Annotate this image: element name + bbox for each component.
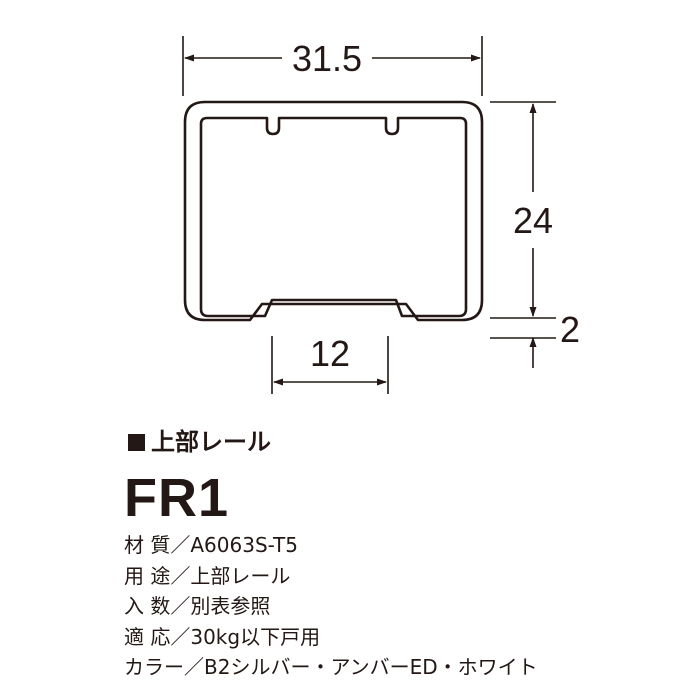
opening-dimension-label: 12 xyxy=(310,333,350,374)
model-number: FR1 xyxy=(124,468,230,528)
rail-cross-section-diagram: 31.5 24 2 12 xyxy=(182,36,580,394)
section-label: 上部レール xyxy=(128,422,271,457)
spec-label: 入 数／ xyxy=(124,594,191,618)
section-label-text: 上部レール xyxy=(151,428,271,456)
width-dimension-label: 31.5 xyxy=(292,38,362,79)
spec-value: A6063S-T5 xyxy=(190,533,298,557)
width-dimension xyxy=(182,36,483,96)
spec-label: 適 応／ xyxy=(124,624,191,649)
spec-label: カラー／ xyxy=(124,655,204,679)
spec-list: 材 質／A6063S-T5 用 途／上部レール 入 数／別表参照 適 応／30k… xyxy=(124,530,538,683)
opening-dimension xyxy=(271,336,389,394)
height-dimension xyxy=(490,101,556,368)
black-square-icon xyxy=(128,434,145,451)
spec-usage: 用 途／上部レール xyxy=(124,561,538,592)
spec-quantity: 入 数／別表参照 xyxy=(124,591,538,622)
spec-application: 適 応／30kg以下戸用 xyxy=(124,622,538,653)
spec-value: 上部レール xyxy=(190,563,291,588)
height-dimension-label: 24 xyxy=(513,200,553,241)
spec-label: 用 途／ xyxy=(124,563,191,588)
spec-material: 材 質／A6063S-T5 xyxy=(124,530,538,561)
thickness-dimension-label: 2 xyxy=(560,309,580,350)
spec-value: B2シルバー・アンバーED・ホワイト xyxy=(204,655,538,679)
rail-profile xyxy=(183,100,484,322)
spec-label: 材 質／ xyxy=(124,533,191,557)
spec-value: 別表参照 xyxy=(190,594,271,618)
spec-value: 30kg以下戸用 xyxy=(190,624,321,649)
spec-color: カラー／B2シルバー・アンバーED・ホワイト xyxy=(124,652,538,683)
